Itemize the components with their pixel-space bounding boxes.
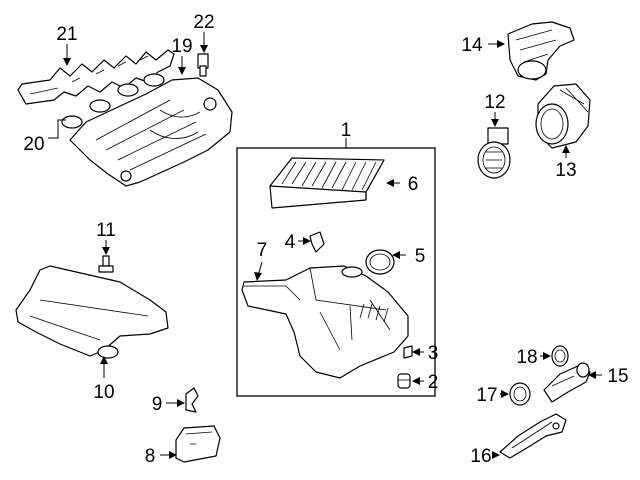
callout-14: 14 bbox=[461, 35, 483, 56]
arrow-8 bbox=[169, 451, 177, 459]
part-intake-manifold bbox=[69, 77, 233, 187]
part-10-engine-cover bbox=[15, 265, 169, 359]
callout-8: 8 bbox=[145, 446, 156, 467]
part-11-bolt bbox=[98, 255, 114, 273]
arrow-6 bbox=[386, 179, 394, 187]
callout-22: 22 bbox=[193, 12, 214, 33]
callout-12: 12 bbox=[484, 92, 505, 113]
part-2-grommet bbox=[397, 373, 411, 389]
part-4-clamp bbox=[309, 231, 325, 253]
arrow-19 bbox=[178, 67, 186, 75]
part-17-seal bbox=[509, 382, 531, 406]
part-18-cap bbox=[551, 345, 569, 367]
callout-19: 19 bbox=[171, 36, 192, 57]
arrow-21 bbox=[63, 58, 71, 66]
callout-11: 11 bbox=[96, 220, 116, 241]
part-6-air-filter bbox=[269, 157, 385, 209]
callout-9: 9 bbox=[152, 394, 163, 415]
part-14-intake-hose bbox=[507, 21, 575, 81]
part-7-air-box bbox=[241, 265, 409, 379]
part-9-clip bbox=[185, 387, 199, 413]
callout-4: 4 bbox=[285, 232, 296, 253]
callout-16: 16 bbox=[470, 446, 491, 467]
arrow-5 bbox=[392, 251, 400, 259]
arrow-12 bbox=[491, 119, 499, 127]
part-16-bracket bbox=[499, 413, 567, 459]
callout-10: 10 bbox=[93, 382, 114, 403]
callout-15: 15 bbox=[607, 366, 628, 387]
part-12-maf-sensor bbox=[477, 127, 511, 179]
arrow-4 bbox=[303, 237, 311, 245]
part-13-intake-tube bbox=[535, 83, 591, 149]
arrow-3 bbox=[412, 348, 420, 356]
callout-6: 6 bbox=[408, 174, 419, 195]
callout-7: 7 bbox=[257, 240, 268, 261]
assembly-group-box bbox=[236, 147, 436, 397]
part-8-bracket bbox=[175, 425, 221, 463]
callout-13: 13 bbox=[555, 160, 576, 181]
part-22-sensor bbox=[197, 53, 209, 77]
callout-1: 1 bbox=[341, 120, 352, 141]
arrow-2 bbox=[412, 377, 420, 385]
callout-17: 17 bbox=[476, 385, 497, 406]
callout-3: 3 bbox=[428, 343, 439, 364]
arrow-13 bbox=[562, 145, 570, 153]
arrow-11 bbox=[102, 247, 110, 255]
callout-20: 20 bbox=[23, 134, 44, 155]
part-3-clip bbox=[403, 345, 413, 359]
part-20-gaskets bbox=[61, 73, 165, 129]
arrow-18 bbox=[543, 352, 551, 360]
arrow-15 bbox=[588, 371, 596, 379]
arrow-10 bbox=[100, 356, 108, 364]
part-5-seal-ring bbox=[365, 249, 395, 275]
arrow-16 bbox=[492, 451, 500, 459]
callout-21: 21 bbox=[56, 24, 77, 45]
callout-5: 5 bbox=[415, 246, 426, 267]
callout-2: 2 bbox=[428, 372, 439, 393]
leader-20 bbox=[48, 119, 66, 139]
arrow-17 bbox=[501, 390, 509, 398]
arrow-9 bbox=[177, 399, 185, 407]
part-21-gasket bbox=[17, 49, 175, 105]
part-15-valve bbox=[543, 362, 591, 403]
arrow-22 bbox=[200, 45, 208, 53]
callout-18: 18 bbox=[516, 347, 537, 368]
arrow-7 bbox=[254, 272, 262, 281]
arrow-14 bbox=[497, 40, 505, 48]
